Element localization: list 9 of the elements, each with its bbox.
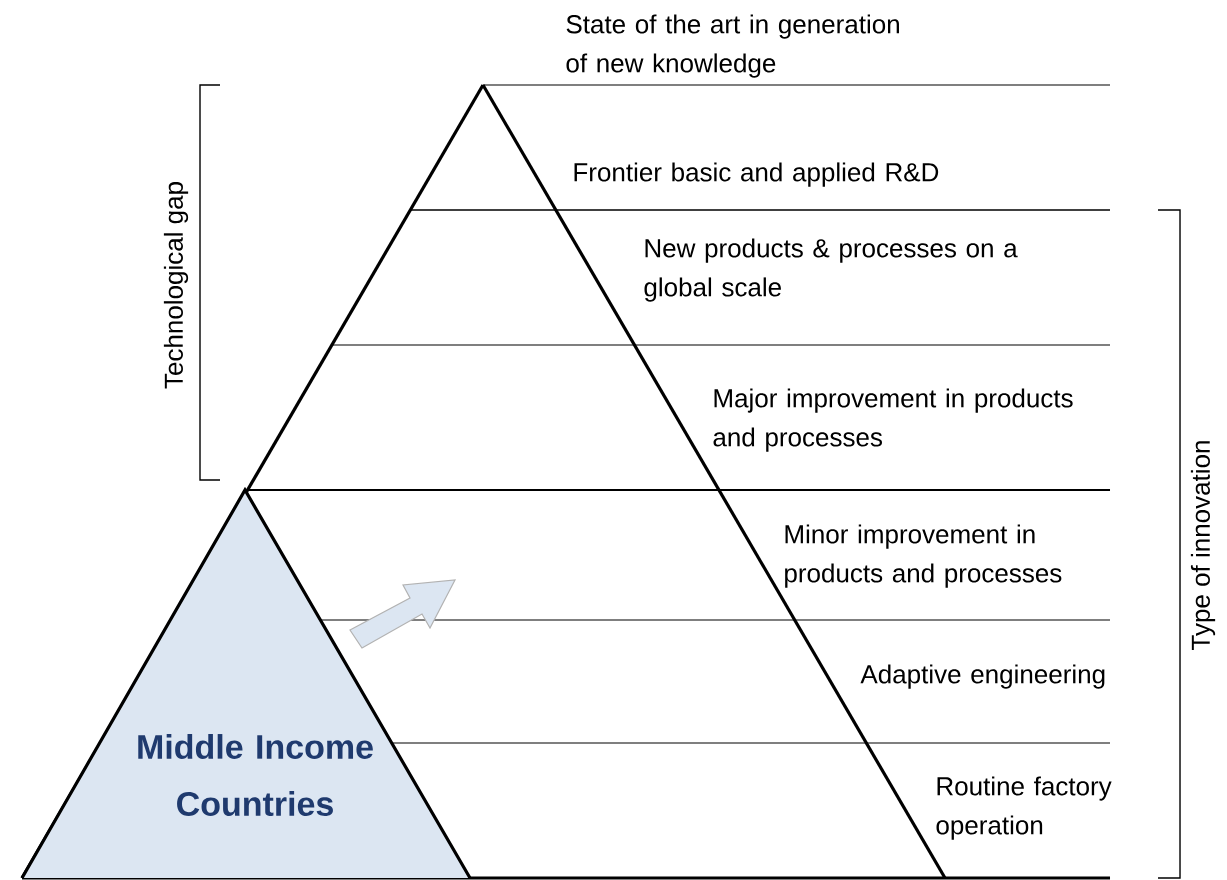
level-label: Technological gap (163, 182, 189, 389)
level-label: Type of innovation (1190, 441, 1216, 650)
level-label: New products & processes on a global scale (644, 238, 1018, 302)
level-label: Minor improvement in products and processes (785, 524, 1062, 588)
level-label: Routine factory operation (936, 776, 1112, 840)
level-label: State of the art in generation of new knowledge (566, 14, 899, 78)
level-label: Adaptive engineering (860, 664, 1105, 689)
level-label: Major improvement in products and processes (713, 388, 1073, 452)
level-label: Frontier basic and applied R&D (574, 162, 939, 187)
